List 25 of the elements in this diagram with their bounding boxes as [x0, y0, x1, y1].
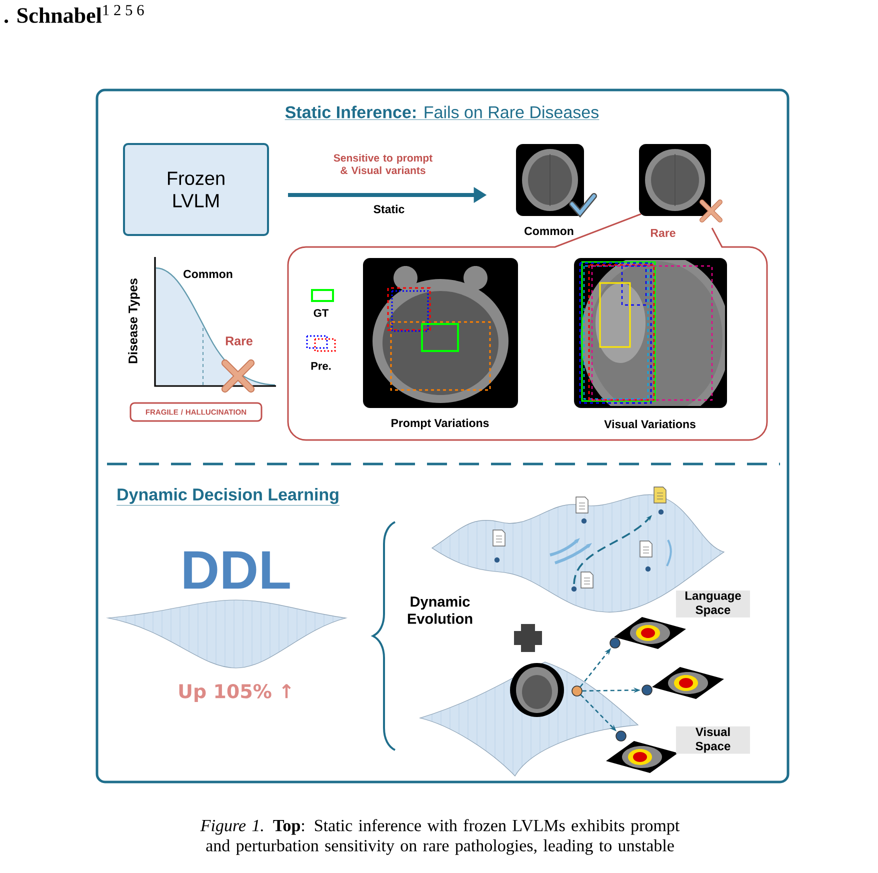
- note-text: Sensitive to prompt & Visual variants: [334, 154, 432, 174]
- evolution-label: Dynamic Evolution: [408, 596, 472, 624]
- chart-label: Common: [184, 270, 232, 278]
- dot: [642, 684, 652, 696]
- space-label: Language Space: [676, 590, 750, 618]
- legend-label: Pre.: [311, 362, 331, 370]
- space-label: Visual Space: [676, 726, 750, 754]
- callout-panel: [287, 213, 768, 441]
- panel-heading: Dynamic Decision Learning: [116, 488, 340, 506]
- dot: [610, 638, 620, 648]
- axis-label: Disease Types: [128, 278, 140, 364]
- ddl-title: DDL: [184, 551, 290, 589]
- process-box: Frozen LVLM: [123, 143, 269, 236]
- image-caption: Common: [524, 226, 574, 236]
- gain-text: Up 105% ↑: [179, 684, 291, 702]
- edge-label: Static: [372, 204, 406, 214]
- image-caption: Prompt Variations: [392, 418, 489, 430]
- chart-label: Rare: [226, 336, 252, 346]
- panel-heading: Static Inference: Fails on Rare Diseases: [284, 106, 600, 120]
- legend-label: GT: [314, 309, 329, 317]
- figure-caption: Figure 1. Top: Static inference with frozen LVLMs exhibits prompt and perturbation sensitivity on rare pathologies, leading to unstable: [200, 819, 680, 855]
- dot: [616, 730, 626, 742]
- image-caption: Visual Variations: [604, 420, 696, 428]
- top-author-text: . Schnabel$^{1 2 5 6}$: [4, 4, 144, 24]
- image-caption: Rare: [651, 229, 676, 238]
